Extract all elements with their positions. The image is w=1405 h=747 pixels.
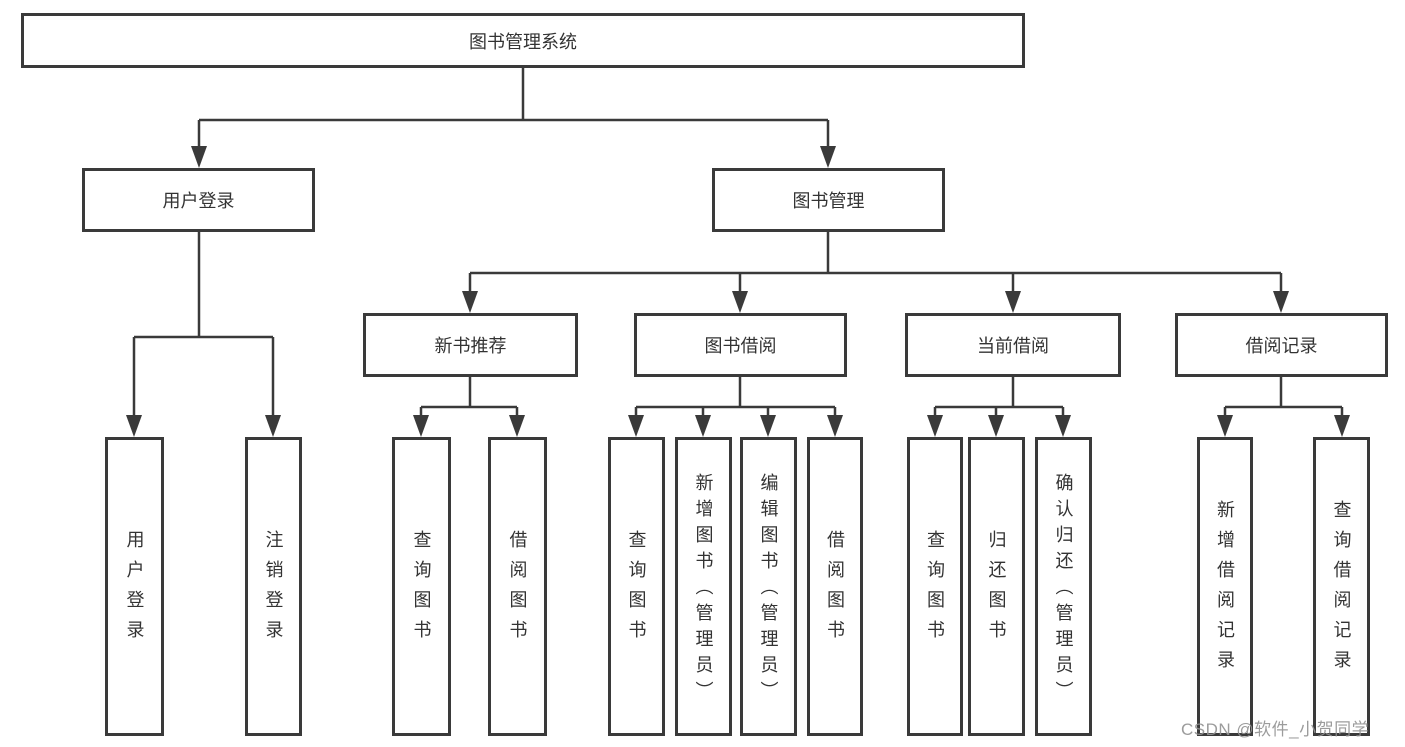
node-root: 图书管理系统 <box>21 13 1025 68</box>
leaf-borrow-add-books-admin: 新增图书（管理员） <box>675 437 732 736</box>
node-current-borrowing: 当前借阅 <box>905 313 1121 377</box>
node-new-book-recommend: 新书推荐 <box>363 313 578 377</box>
watermark: CSDN @软件_小贺同学 <box>1181 720 1370 739</box>
arrowheads <box>126 146 1350 437</box>
node-book-management: 图书管理 <box>712 168 945 232</box>
leaf-records-query-record: 查询借阅记录 <box>1313 437 1370 736</box>
leaf-current-confirm-return-admin: 确认归还（管理员） <box>1035 437 1092 736</box>
leaf-borrow-borrow-books: 借阅图书 <box>807 437 863 736</box>
leaf-newbook-borrow-books: 借阅图书 <box>488 437 547 736</box>
leaf-records-add-record: 新增借阅记录 <box>1197 437 1253 736</box>
leaf-newbook-query-books: 查询图书 <box>392 437 451 736</box>
leaf-user-login: 用户登录 <box>105 437 164 736</box>
node-borrowing-records: 借阅记录 <box>1175 313 1388 377</box>
leaf-borrow-edit-books-admin: 编辑图书（管理员） <box>740 437 797 736</box>
node-book-borrowing: 图书借阅 <box>634 313 847 377</box>
node-user-login: 用户登录 <box>82 168 315 232</box>
leaf-logout: 注销登录 <box>245 437 302 736</box>
leaf-borrow-query-books: 查询图书 <box>608 437 665 736</box>
leaf-current-query-books: 查询图书 <box>907 437 963 736</box>
leaf-current-return-books: 归还图书 <box>968 437 1025 736</box>
